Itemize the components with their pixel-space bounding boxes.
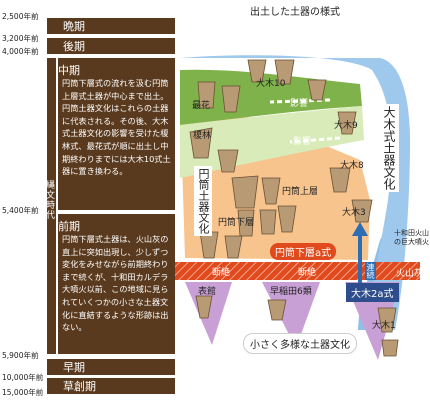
middle-period-block — [58, 58, 175, 210]
year-label: 4,000年前 — [2, 47, 39, 56]
otoki3-label: 大木3 — [342, 208, 366, 218]
saika-label: 最花 — [192, 101, 211, 111]
year-label: 5,900年前 — [2, 351, 39, 360]
otoki2a-label: 大木2a式 — [346, 283, 399, 302]
otoki1-label: 大木1 — [372, 321, 396, 331]
volcanic-ash-label: 火山灰 — [396, 269, 424, 279]
year-label: 15,000年前 — [2, 388, 44, 397]
influence-label-1: 影響 — [290, 99, 309, 109]
otoki8-label: 大木8 — [340, 161, 364, 171]
period-chukyo: 中期 — [58, 64, 80, 77]
jomon-era-bar — [47, 58, 56, 354]
chart-title: 出土した土器の様式 — [250, 7, 340, 18]
year-label: 10,000年前 — [2, 373, 44, 382]
continuity-label: 連続 — [365, 262, 376, 280]
discontinuity-label-1: 断絶 — [212, 268, 231, 278]
middle-period-description: 円筒下層式の流れを汲む円筒上層式土器が中心まで出土。円筒土器文化はこれらの土器に… — [62, 78, 171, 177]
otoki10-label: 大木10 — [256, 79, 286, 89]
period-zenki: 前期 — [58, 220, 80, 233]
omotedate-label: 表館 — [198, 287, 217, 297]
towada-eruption-label: 十和田火山の巨大噴火 — [394, 229, 429, 246]
enokibayashi-label: 榎林 — [193, 131, 212, 141]
year-label: 2,500年前 — [2, 12, 39, 21]
period-souki: 早期 — [47, 359, 175, 375]
jomon-era-label: 縄文時代 — [44, 180, 54, 220]
small-cultures-label: 小さく多様な土器文化 — [243, 333, 357, 354]
ento-lower-label: 円筒下層 — [218, 218, 255, 228]
early-period-description: 円筒下層式土器は、火山灰の直上に突如出現し、少しずつ変化をみせながら前期終わりま… — [62, 234, 169, 333]
discontinuity-label-2: 断絶 — [298, 268, 317, 278]
period-label: 草創期 — [63, 380, 96, 393]
period-bankyo: 晩期 — [47, 18, 175, 34]
otoki-culture-label: 大木式土器文化 — [380, 104, 399, 192]
period-label: 早期 — [63, 361, 85, 374]
period-label: 後期 — [63, 40, 85, 53]
influence-label-2: 影響 — [293, 137, 312, 147]
influence-arrow-2 — [289, 136, 341, 144]
ento-culture-label: 円筒土器文化 — [194, 166, 212, 236]
ento-upper-label: 円筒上層 — [282, 187, 319, 197]
ento-lower-a-label: 円筒下層a式 — [270, 243, 337, 260]
year-label: 3,200年前 — [2, 34, 39, 43]
hayainada-label: 早稲田6類 — [270, 287, 312, 297]
otoki9-label: 大木9 — [334, 121, 358, 131]
period-label: 晩期 — [63, 20, 85, 33]
period-sousouki: 草創期 — [47, 378, 175, 394]
hayainada-cone — [262, 282, 320, 348]
year-label: 5,400年前 — [2, 206, 39, 215]
early-period-block — [58, 214, 175, 354]
period-kokyo: 後期 — [47, 38, 175, 54]
